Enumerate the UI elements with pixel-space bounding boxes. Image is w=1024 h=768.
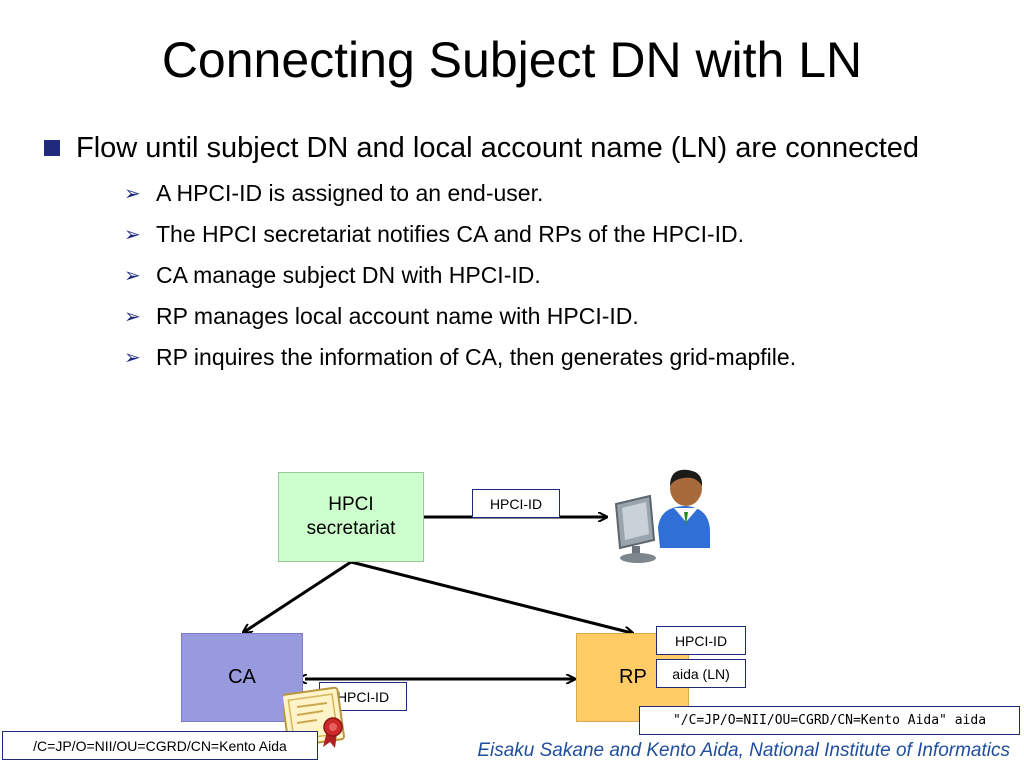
- sub-bullet-2: The HPCI secretariat notifies CA and RPs…: [120, 214, 1000, 255]
- secretariat-box: HPCI secretariat: [278, 472, 424, 562]
- sub-bullet-3: CA manage subject DN with HPCI-ID.: [120, 255, 1000, 296]
- arrow-secretariat-to-ca: [244, 560, 352, 632]
- sub-bullet-5: RP inquires the information of CA, then …: [120, 337, 1000, 378]
- secretariat-label-line1: HPCI: [328, 494, 374, 515]
- hpci-id-tag-user: HPCI-ID: [472, 489, 560, 518]
- ca-label: CA: [228, 666, 256, 688]
- bullet-list: Flow until subject DN and local account …: [40, 128, 1000, 378]
- main-bullet: Flow until subject DN and local account …: [40, 128, 1000, 378]
- rp-label: RP: [619, 666, 647, 688]
- sub-bullet-1: A HPCI-ID is assigned to an end-user.: [120, 173, 1000, 214]
- page-title: Connecting Subject DN with LN: [161, 32, 863, 88]
- footer-credit: Eisaku Sakane and Kento Aida, National I…: [477, 740, 1010, 761]
- sub-bullet-list: A HPCI-ID is assigned to an end-user. Th…: [76, 173, 1000, 378]
- hpci-id-tag-rp: HPCI-ID: [656, 626, 746, 655]
- user-at-computer-icon: [614, 469, 710, 563]
- grid-mapfile-entry: "/C=JP/O=NII/OU=CGRD/CN=Kento Aida" aida: [639, 706, 1020, 735]
- main-bullet-text: Flow until subject DN and local account …: [76, 132, 920, 164]
- secretariat-label-line2: secretariat: [306, 518, 396, 539]
- arrow-secretariat-to-rp: [350, 560, 632, 633]
- sub-bullet-4: RP manages local account name with HPCI-…: [120, 296, 1000, 337]
- subject-dn-label: /C=JP/O=NII/OU=CGRD/CN=Kento Aida: [2, 731, 318, 760]
- ln-tag-rp: aida (LN): [656, 659, 746, 688]
